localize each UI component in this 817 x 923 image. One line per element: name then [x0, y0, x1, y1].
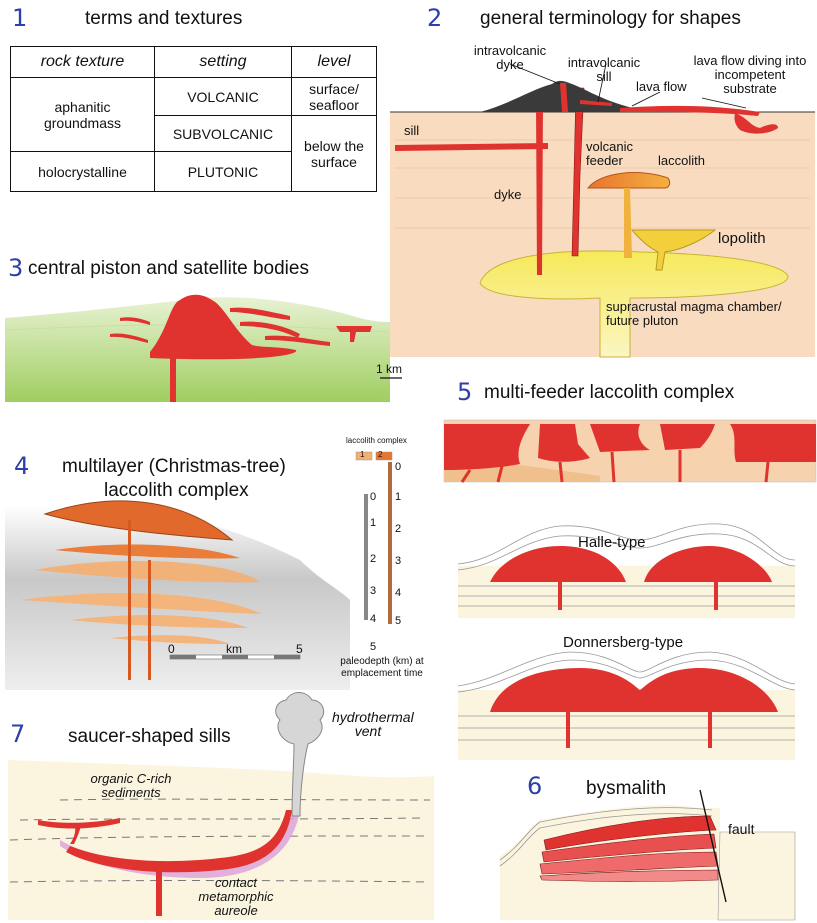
saucer-sill-feeder: [156, 866, 162, 916]
sediments-label: organic C-rich sediments: [76, 772, 186, 800]
vent-label: hydrothermal vent: [332, 710, 404, 738]
aureole-label: contact metamorphic aureole: [176, 876, 296, 918]
